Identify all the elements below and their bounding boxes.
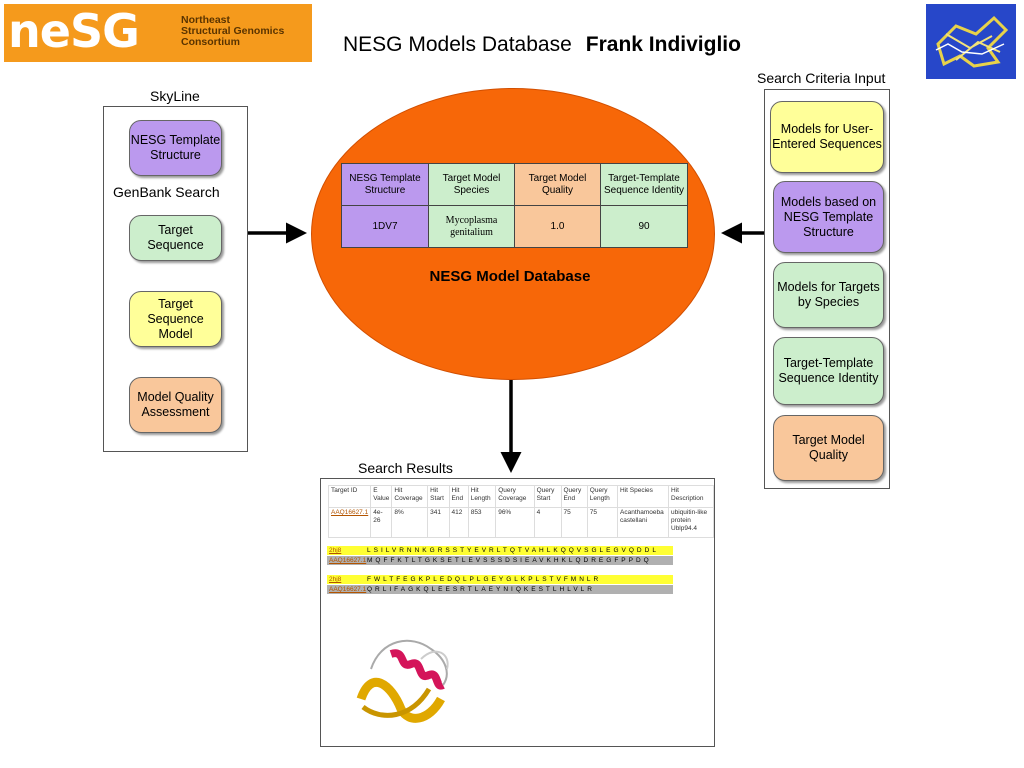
results-header: E Value [370, 485, 393, 508]
criteria-targets-by-species: Models for Targets by Species [773, 262, 884, 328]
alignment-row: AAQ16627.1QRLIFAGKQLEESRTLAEYNIQKESTLHLV… [327, 585, 673, 594]
alignment-sequence: FWLTFEGKPLEDQLPLGEYGLKPLSTVFMNLR [367, 576, 602, 583]
db-value-quality: 1.0 [514, 205, 601, 248]
results-header: Hit Coverage [391, 485, 429, 508]
alignment-tag-link[interactable]: AAQ16627.1 [329, 586, 367, 593]
page-title: NESG Models Database Frank Indiviglio [343, 33, 741, 57]
author-name: Frank Indiviglio [585, 33, 741, 56]
results-header: Hit Length [467, 485, 497, 508]
results-cell: ubiquitin-like protein Ublp94.4 [668, 507, 714, 538]
alignment-row: 2hj8 LSILVRNNKGRSSTYEVRLTQTVAHLKQQVSGLEGV… [327, 546, 673, 555]
skyline-node-target-sequence: Target Sequence [129, 215, 222, 261]
results-cell-target-id[interactable]: AAQ16627.1 [327, 507, 372, 538]
results-header: Hit Description [668, 485, 714, 508]
results-cell: 96% [495, 507, 535, 538]
genbank-search-label: GenBank Search [113, 184, 220, 200]
skyline-node-sequence-model: Target Sequence Model [129, 291, 222, 347]
logo-subtitle: Northeast Structural Genomics Consortium [181, 15, 284, 48]
results-header: Target ID [327, 485, 372, 508]
criteria-label: Search Criteria Input [757, 70, 886, 86]
results-cell: 341 [427, 507, 450, 538]
logo-text: neSG [8, 4, 140, 58]
db-header-template: NESG Template Structure [341, 163, 429, 206]
alignment-tag-link[interactable]: AAQ16627.1 [329, 557, 367, 564]
alignment-sequence: QRLIFAGKQLEESRTLAEYNIQKESTLHLVLR [367, 586, 595, 593]
db-value-identity: 90 [600, 205, 688, 248]
nesg-logo [4, 4, 312, 62]
db-header-species: Target Model Species [428, 163, 515, 206]
results-cell: 75 [586, 507, 619, 538]
alignment-row: 2hj8 FWLTFEGKPLEDQLPLGEYGLKPLSTVFMNLR [327, 575, 673, 584]
database-table: NESG Template Structure Target Model Spe… [341, 163, 688, 248]
logo-sub-line: Structural Genomics [181, 25, 285, 37]
results-cell: 8% [391, 507, 429, 538]
database-name: NESG Model Database [429, 268, 591, 285]
search-results-label: Search Results [358, 460, 453, 476]
db-header-identity: Target-Template Sequence Identity [600, 163, 688, 206]
results-header: Query Start [533, 485, 562, 508]
results-table: Target ID E Value Hit Coverage Hit Start… [327, 485, 714, 538]
alignment-tag-link[interactable]: 2hj8 [329, 576, 342, 583]
results-cell: 75 [560, 507, 588, 538]
alignment-sequence: LSILVRNNKGRSSTYEVRLTQTVAHLKQQVSGLEGVQDDL [367, 547, 659, 554]
db-header-quality: Target Model Quality [514, 163, 601, 206]
alignment-sequence: MQFFKTLTGKSETLEVSSSDSIEAVKHKLQDREGFPPDQ [367, 557, 652, 564]
criteria-user-sequences: Models for User-Entered Sequences [770, 101, 884, 173]
alignment-row: AAQ16627.1MQFFKTLTGKSETLEVSSSDSIEAVKHKLQ… [327, 556, 673, 565]
results-cell: 4 [533, 507, 562, 538]
logo-sub-line: Northeast [181, 14, 231, 26]
results-header: Hit Species [617, 485, 669, 508]
results-header: Query Coverage [495, 485, 535, 508]
target-id-link[interactable]: AAQ16627.1 [331, 509, 369, 516]
title-text: NESG Models Database [343, 33, 572, 56]
results-header: Query End [560, 485, 588, 508]
results-header: Hit Start [427, 485, 450, 508]
results-cell: 853 [467, 507, 497, 538]
logo-sub-line: Consortium [181, 36, 240, 48]
alignment-tag-link[interactable]: 2hj8 [329, 547, 342, 554]
protein-structure-logo [926, 4, 1016, 79]
db-value-template: 1DV7 [341, 205, 429, 248]
results-cell: 412 [448, 507, 469, 538]
results-header: Query Length [586, 485, 619, 508]
results-cell: 4e-26 [370, 507, 393, 538]
skyline-label: SkyLine [150, 88, 200, 104]
skyline-node-quality-assessment: Model Quality Assessment [129, 377, 222, 433]
protein-ribbon-icon [356, 639, 449, 723]
db-value-species: Mycoplasma genitalium [428, 205, 515, 248]
skyline-node-template-structure: NESG Template Structure [129, 120, 222, 176]
criteria-model-quality: Target Model Quality [773, 415, 884, 481]
criteria-template-structure: Models based on NESG Template Structure [773, 181, 884, 253]
protein-structure-icon [935, 15, 1009, 68]
search-results-panel: Target ID E Value Hit Coverage Hit Start… [320, 478, 715, 747]
results-cell: Acanthamoeba castellani [617, 507, 669, 538]
results-header: Hit End [448, 485, 469, 508]
criteria-sequence-identity: Target-Template Sequence Identity [773, 337, 884, 405]
